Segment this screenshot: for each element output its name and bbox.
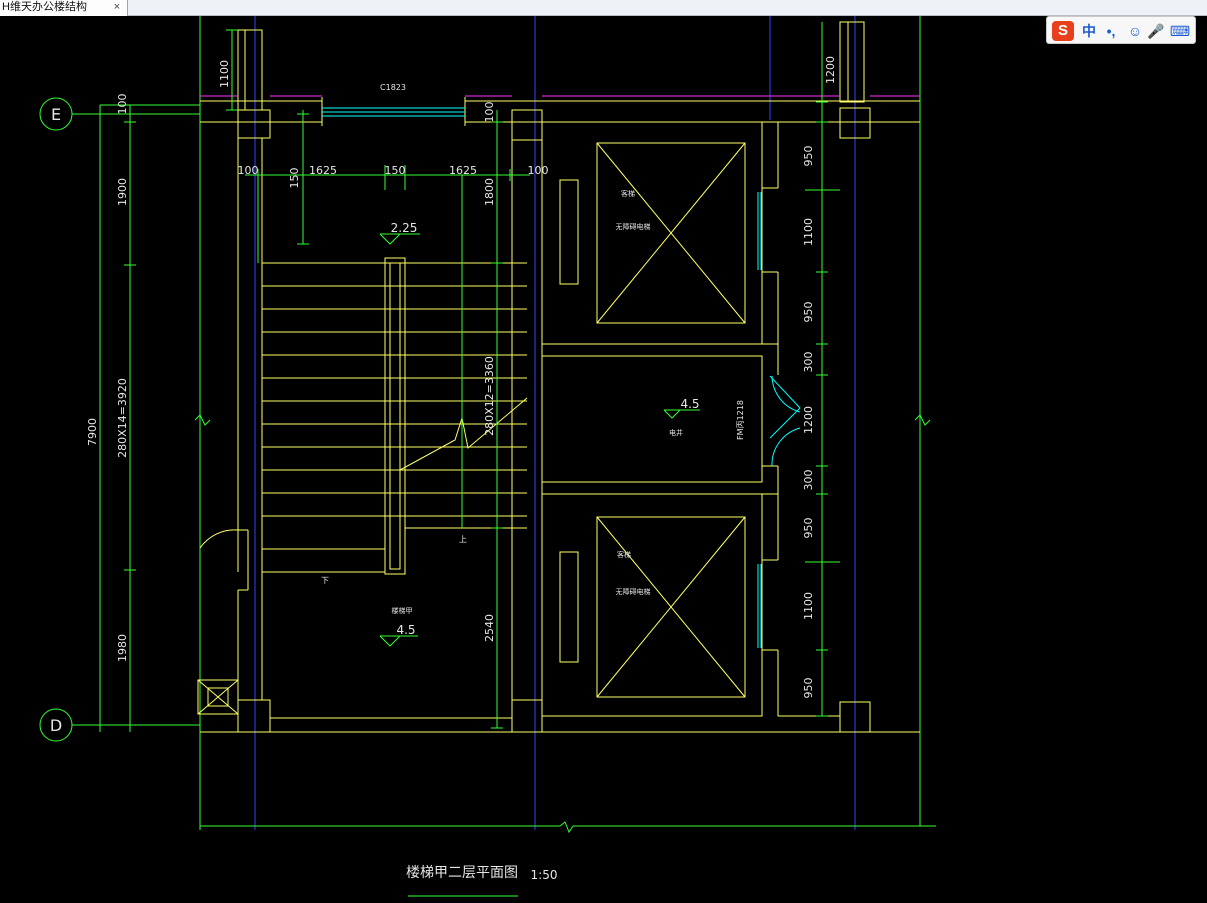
shaft-label: 电井: [669, 428, 683, 437]
dim-right-4: 950: [802, 302, 815, 323]
outer-boundary: [199, 16, 936, 834]
emoji-icon[interactable]: ☺: [1127, 23, 1143, 39]
dim-left-top-small: 100: [116, 94, 129, 115]
dim-right-3: 1100: [802, 218, 815, 246]
lift1-label-a: 客梯: [621, 189, 635, 198]
axis-d-label: D: [50, 716, 62, 735]
glazing: [322, 107, 801, 648]
axis-markers: [39, 97, 73, 742]
up-label: 上: [459, 535, 467, 544]
lift2-label-a: 客梯: [617, 550, 631, 559]
door-tag: FM丙1218: [736, 400, 745, 440]
dimension-lines: [72, 22, 931, 897]
dim-left-bottom: 1980: [116, 634, 129, 662]
walls: [197, 21, 920, 733]
dim-right-7: 300: [802, 470, 815, 491]
dim-right-5: 300: [802, 352, 815, 373]
axis-grid: [254, 16, 856, 830]
keyboard-icon[interactable]: ⌨: [1169, 23, 1191, 39]
sogou-logo-icon[interactable]: S: [1052, 21, 1074, 41]
ime-language-button[interactable]: 中: [1082, 23, 1096, 39]
dim-right-9: 1100: [802, 592, 815, 620]
document-tab[interactable]: H维天办公楼结构 ×: [0, 0, 128, 16]
drawing-scale: 1:50: [531, 868, 558, 882]
dim-left-top: 1900: [116, 178, 129, 206]
lift1-label-b: 无障碍电梯: [616, 222, 651, 231]
dim-left-flight: 280X14=3920: [116, 378, 129, 458]
dim-right-2: 950: [802, 146, 815, 167]
dim-stair-lower: 2540: [483, 614, 496, 642]
punctuation-icon[interactable]: •,: [1106, 23, 1116, 39]
dim-stair-middle: 280X12=3360: [483, 356, 496, 436]
window-tag: C1823: [380, 83, 406, 92]
close-icon[interactable]: ×: [113, 1, 121, 13]
drawing-title: 楼梯甲二层平面图: [406, 865, 518, 881]
dim-stair-top-small: 100: [483, 102, 496, 123]
axis-e-label: E: [51, 105, 61, 124]
dim-right-1: 1200: [824, 56, 837, 84]
dim-top-1: 100: [238, 164, 259, 177]
dim-right-10: 950: [802, 678, 815, 699]
dim-top-small: 150: [288, 168, 301, 189]
stair-name-label: 楼梯甲: [392, 606, 413, 615]
cad-canvas[interactable]: E D 7900 280X14=3920 1900 1980 100 1100 …: [0, 16, 1207, 903]
axis-d-circle[interactable]: [39, 708, 73, 742]
microphone-icon[interactable]: 🎤: [1147, 23, 1165, 39]
dim-left-total: 7900: [86, 418, 99, 446]
level-floor: 4.5: [396, 623, 415, 637]
axis-e-circle[interactable]: [39, 97, 73, 131]
level-landing: 2.25: [391, 221, 418, 235]
tab-bar: H维天办公楼结构 ×: [0, 0, 1207, 16]
dim-top-3: 150: [385, 164, 406, 177]
dim-right-8: 950: [802, 518, 815, 539]
level-mid: 4.5: [680, 397, 699, 411]
tab-title: H维天办公楼结构: [2, 1, 87, 13]
down-label: 下: [321, 576, 329, 585]
dim-left-wall: 1100: [218, 60, 231, 88]
dim-top-4: 1625: [449, 164, 477, 177]
ime-toolbar: S 中 •, ☺ 🎤 ⌨: [1046, 16, 1196, 44]
dim-right-6: 1200: [802, 406, 815, 434]
dim-top-5: 100: [528, 164, 549, 177]
dim-stair-upper: 1800: [483, 178, 496, 206]
dim-top-2: 1625: [309, 164, 337, 177]
lift2-label-b: 无障碍电梯: [616, 587, 651, 596]
